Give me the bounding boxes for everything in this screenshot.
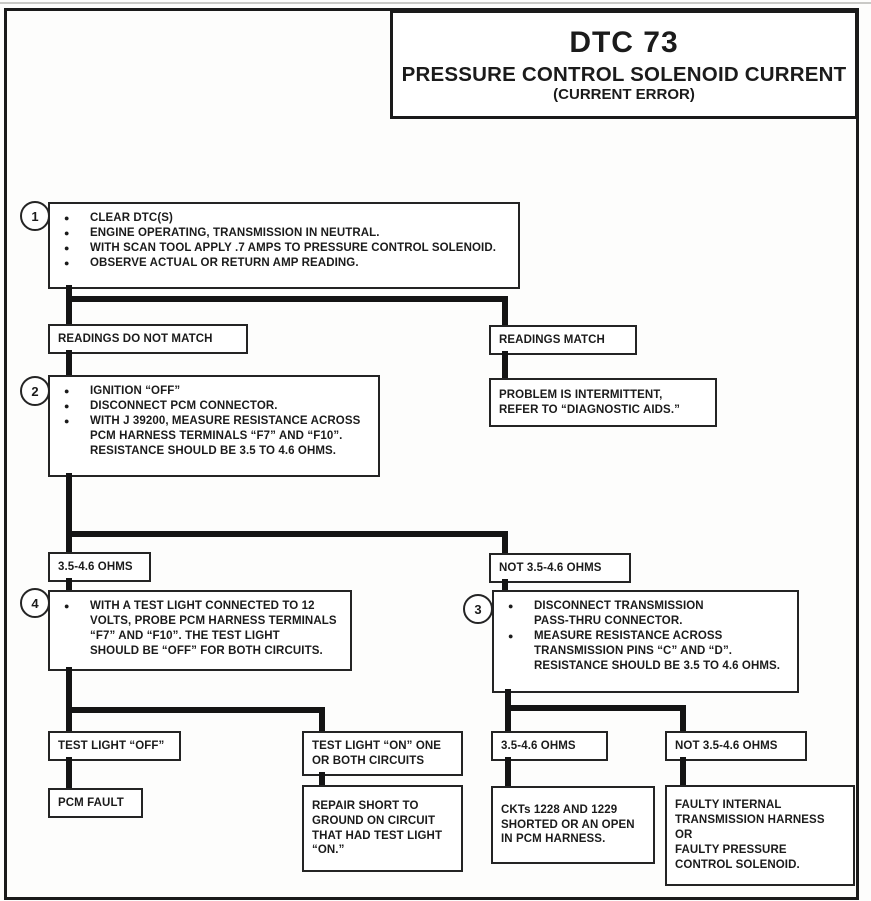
connector <box>319 707 325 731</box>
dtc-code-title: DTC 73 <box>569 25 679 59</box>
bullet-text: WITH A TEST LIGHT CONNECTED TO 12 VOLTS,… <box>90 600 337 657</box>
step-4-number-badge: 4 <box>20 588 50 618</box>
dtc-name-title: PRESSURE CONTROL SOLENOID CURRENT <box>401 62 847 86</box>
page-frame <box>4 8 859 900</box>
bullet-icon: ● <box>508 630 514 641</box>
result-box-ckts-shorted: CKTs 1228 AND 1229 SHORTED OR AN OPEN IN… <box>491 786 655 864</box>
bullet-icon: ● <box>64 258 70 268</box>
branch-label-ohms-in-range-left: 3.5-4.6 OHMS <box>48 552 151 582</box>
bullet-item: ● WITH SCAN TOOL APPLY .7 AMPS TO PRESSUR… <box>50 241 512 256</box>
connector <box>505 705 686 711</box>
step-4-box: ● WITH A TEST LIGHT CONNECTED TO 12 VOLTS… <box>48 590 352 671</box>
connector <box>66 707 325 713</box>
connector <box>66 757 72 788</box>
step-3-box: ● DISCONNECT TRANSMISSION PASS-THRU CONNE… <box>492 590 799 693</box>
connector <box>502 296 508 325</box>
branch-label-test-light-on: TEST LIGHT “ON” ONE OR BOTH CIRCUITS <box>302 731 463 776</box>
bullet-icon: ● <box>64 401 70 411</box>
bullet-icon: ● <box>64 228 70 238</box>
bullet-text: OBSERVE ACTUAL OR RETURN AMP READING. <box>90 257 359 269</box>
connector <box>66 531 508 537</box>
bullet-icon: ● <box>64 243 70 253</box>
step-1-number: 1 <box>31 208 39 224</box>
connector <box>502 351 508 378</box>
branch-label-test-light-off: TEST LIGHT “OFF” <box>48 731 181 761</box>
bullet-item: ● CLEAR DTC(S) <box>50 211 512 226</box>
bullet-text: WITH SCAN TOOL APPLY .7 AMPS TO PRESSURE… <box>90 242 497 254</box>
scan-artifact-line <box>0 2 871 4</box>
bullet-item: ● IGNITION “OFF” <box>50 384 372 399</box>
bullet-text: DISCONNECT PCM CONNECTOR. <box>90 400 278 412</box>
branch-label-readings-do-not-match: READINGS DO NOT MATCH <box>48 324 248 354</box>
bullet-item: ● OBSERVE ACTUAL OR RETURN AMP READING. <box>50 256 512 271</box>
step-1-number-badge: 1 <box>20 201 50 231</box>
bullet-text: CLEAR DTC(S) <box>90 212 173 224</box>
bullet-text: ENGINE OPERATING, TRANSMISSION IN NEUTRA… <box>90 227 380 239</box>
connector <box>319 772 325 785</box>
connector <box>66 578 72 590</box>
connector <box>66 296 508 302</box>
bullet-text: DISCONNECT TRANSMISSION PASS-THRU CONNEC… <box>534 600 704 627</box>
step-3-number-badge: 3 <box>463 594 493 624</box>
result-box-problem-intermittent: PROBLEM IS INTERMITTENT, REFER TO “DIAGN… <box>489 378 717 427</box>
connector <box>66 285 72 324</box>
bullet-icon: ● <box>64 213 70 223</box>
connector <box>505 757 511 786</box>
bullet-text: MEASURE RESISTANCE ACROSS TRANSMISSION P… <box>534 629 781 672</box>
connector <box>680 705 686 731</box>
connector <box>502 579 508 590</box>
step-2-number-badge: 2 <box>20 376 50 406</box>
branch-label-ohms-in-range-right: 3.5-4.6 OHMS <box>491 731 608 761</box>
bullet-icon: ● <box>64 601 70 611</box>
branch-label-readings-match: READINGS MATCH <box>489 325 637 355</box>
bullet-item: ● WITH J 39200, MEASURE RESISTANCE ACROSS… <box>50 414 372 459</box>
step-2-number: 2 <box>31 383 39 399</box>
connector <box>66 667 72 731</box>
connector <box>680 757 686 785</box>
connector <box>502 531 508 553</box>
step-1-box: ● CLEAR DTC(S) ● ENGINE OPERATING, TRANSMIS… <box>48 202 520 289</box>
bullet-icon: ● <box>64 386 70 396</box>
step-2-box: ● IGNITION “OFF” ● DISCONNECT PCM CONNECTOR… <box>48 375 380 477</box>
bullet-text: IGNITION “OFF” <box>90 385 181 397</box>
connector <box>66 350 72 375</box>
bullet-item: ● DISCONNECT PCM CONNECTOR. <box>50 399 372 414</box>
result-box-pcm-fault: PCM FAULT <box>48 788 143 818</box>
bullet-icon: ● <box>64 416 70 426</box>
result-box-repair-short: REPAIR SHORT TO GROUND ON CIRCUIT THAT H… <box>302 785 463 872</box>
step-4-number: 4 <box>31 595 39 611</box>
connector <box>66 473 72 552</box>
bullet-icon: ● <box>508 601 514 611</box>
result-box-faulty-internal: FAULTY INTERNAL TRANSMISSION HARNESS OR … <box>665 785 855 886</box>
branch-label-ohms-out-of-range-left: NOT 3.5-4.6 OHMS <box>489 553 631 583</box>
bullet-text: WITH J 39200, MEASURE RESISTANCE ACROSS … <box>90 415 361 457</box>
branch-label-ohms-out-of-range-right: NOT 3.5-4.6 OHMS <box>665 731 807 761</box>
bullet-item: ● DISCONNECT TRANSMISSION PASS-THRU CONNE… <box>494 599 791 629</box>
bullet-item: ● MEASURE RESISTANCE ACROSS TRANSMISSION … <box>494 629 791 674</box>
step-3-number: 3 <box>474 601 482 617</box>
title-box: DTC 73 PRESSURE CONTROL SOLENOID CURRENT… <box>390 10 858 119</box>
bullet-item: ● ENGINE OPERATING, TRANSMISSION IN NEUTR… <box>50 226 512 241</box>
bullet-item: ● WITH A TEST LIGHT CONNECTED TO 12 VOLTS… <box>50 599 344 659</box>
dtc-subtitle: (CURRENT ERROR) <box>553 85 695 103</box>
